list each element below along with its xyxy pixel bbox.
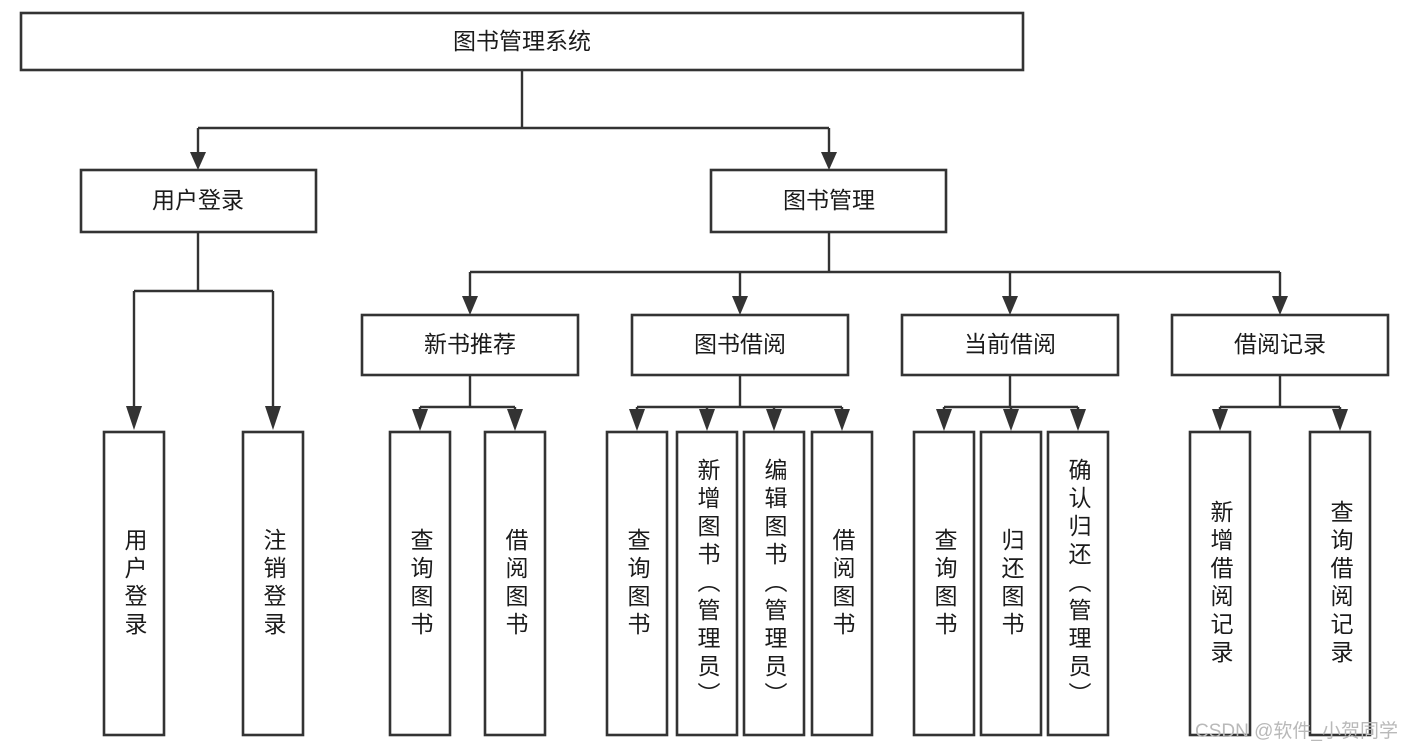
arrowhead-borrow [732, 296, 748, 315]
arrowhead-newbook [462, 296, 478, 315]
leaf-box[interactable] [1046, 430, 1110, 737]
arrowhead-cb-leaf2 [1003, 409, 1019, 431]
leaf-label: 新增图书（管理员） [694, 458, 721, 710]
arrowhead-nb-leaf1 [412, 409, 428, 431]
leaf-label: 新增借阅记录 [1207, 500, 1234, 668]
user-login-box[interactable] [79, 168, 318, 234]
node-user-login[interactable]: 用户登录 [79, 168, 318, 234]
leaf-box[interactable] [102, 430, 166, 737]
arrowhead-bb-leaf1 [629, 409, 645, 431]
leaf-record-add-record[interactable]: 新增借阅记录 [1188, 430, 1252, 737]
arrowhead-cb-leaf3 [1070, 409, 1086, 431]
current-borrow-box[interactable] [900, 313, 1120, 377]
leaf-box[interactable] [742, 430, 806, 737]
leaf-label: 借阅图书 [829, 528, 856, 640]
leaf-label: 查询图书 [407, 528, 434, 640]
leaf-box[interactable] [810, 430, 874, 737]
leaf-label: 编辑图书（管理员） [761, 458, 788, 710]
arrowhead-leaf-logout [265, 406, 281, 430]
leaf-label: 注销登录 [260, 528, 287, 640]
leaf-current-query-book[interactable]: 查询图书 [912, 430, 976, 737]
new-book-recommend-label: 新书推荐 [424, 331, 516, 357]
arrowhead-bb-leaf2 [699, 409, 715, 431]
leaf-box[interactable] [1308, 430, 1372, 737]
current-borrow-label: 当前借阅 [964, 331, 1056, 357]
book-management-box[interactable] [709, 168, 948, 234]
leaf-record-query-record[interactable]: 查询借阅记录 [1308, 430, 1372, 737]
leaf-borrow-edit-book-admin[interactable]: 编辑图书（管理员） [742, 430, 806, 737]
leaf-newbook-borrow-book[interactable]: 借阅图书 [483, 430, 547, 737]
leaf-user-login-login[interactable]: 用户登录 [102, 430, 166, 737]
leaf-box[interactable] [675, 430, 739, 737]
leaf-label: 借阅图书 [502, 528, 529, 640]
connector-layer [126, 70, 1348, 431]
borrow-record-label: 借阅记录 [1234, 331, 1326, 357]
arrowhead-bb-leaf3 [766, 409, 782, 431]
book-management-label: 图书管理 [783, 187, 875, 213]
leaf-current-confirm-return-admin[interactable]: 确认归还（管理员） [1046, 430, 1110, 737]
leaf-box[interactable] [605, 430, 669, 737]
user-login-label: 用户登录 [152, 187, 244, 213]
node-book-management[interactable]: 图书管理 [709, 168, 948, 234]
borrow-record-box[interactable] [1170, 313, 1390, 377]
leaf-label: 查询借阅记录 [1327, 500, 1354, 668]
arrowhead-br-leaf1 [1212, 409, 1228, 431]
book-borrow-box[interactable] [630, 313, 850, 377]
arrowhead-cb-leaf1 [936, 409, 952, 431]
arrowhead-nb-leaf2 [507, 409, 523, 431]
arrowhead-current [1002, 296, 1018, 315]
leaf-box[interactable] [483, 430, 547, 737]
arrowhead-leaf-user-login [126, 406, 142, 430]
leaf-box[interactable] [1188, 430, 1252, 737]
root-box[interactable] [19, 11, 1025, 72]
arrowhead-user-login [190, 152, 206, 170]
root-label: 图书管理系统 [453, 28, 591, 54]
csdn-watermark: CSDN @软件_小贺同学 [1195, 720, 1398, 742]
leaf-borrow-query-book[interactable]: 查询图书 [605, 430, 669, 737]
arrowhead-book-manage [821, 152, 837, 170]
leaf-label: 确认归还（管理员） [1065, 458, 1092, 710]
leaf-label: 查询图书 [624, 528, 651, 640]
node-current-borrow[interactable]: 当前借阅 [900, 313, 1120, 377]
leaf-box[interactable] [979, 430, 1043, 737]
node-root-system[interactable]: 图书管理系统 [19, 11, 1025, 72]
leaf-borrow-borrow-book[interactable]: 借阅图书 [810, 430, 874, 737]
leaf-box[interactable] [912, 430, 976, 737]
node-borrow-record[interactable]: 借阅记录 [1170, 313, 1390, 377]
leaf-label: 归还图书 [998, 528, 1025, 640]
book-borrow-label: 图书借阅 [694, 331, 786, 357]
leaf-box[interactable] [388, 430, 452, 737]
leaf-current-return-book[interactable]: 归还图书 [979, 430, 1043, 737]
node-new-book-recommend[interactable]: 新书推荐 [360, 313, 580, 377]
new-book-recommend-box[interactable] [360, 313, 580, 377]
leaf-borrow-add-book-admin[interactable]: 新增图书（管理员） [675, 430, 739, 737]
leaf-label: 用户登录 [121, 528, 148, 640]
arrowhead-record [1272, 296, 1288, 315]
node-book-borrow[interactable]: 图书借阅 [630, 313, 850, 377]
leaf-box[interactable] [241, 430, 305, 737]
leaf-label: 查询图书 [931, 528, 958, 640]
arrowhead-bb-leaf4 [834, 409, 850, 431]
arrowhead-br-leaf2 [1332, 409, 1348, 431]
leaf-user-login-logout[interactable]: 注销登录 [241, 430, 305, 737]
leaf-newbook-query-book[interactable]: 查询图书 [388, 430, 452, 737]
